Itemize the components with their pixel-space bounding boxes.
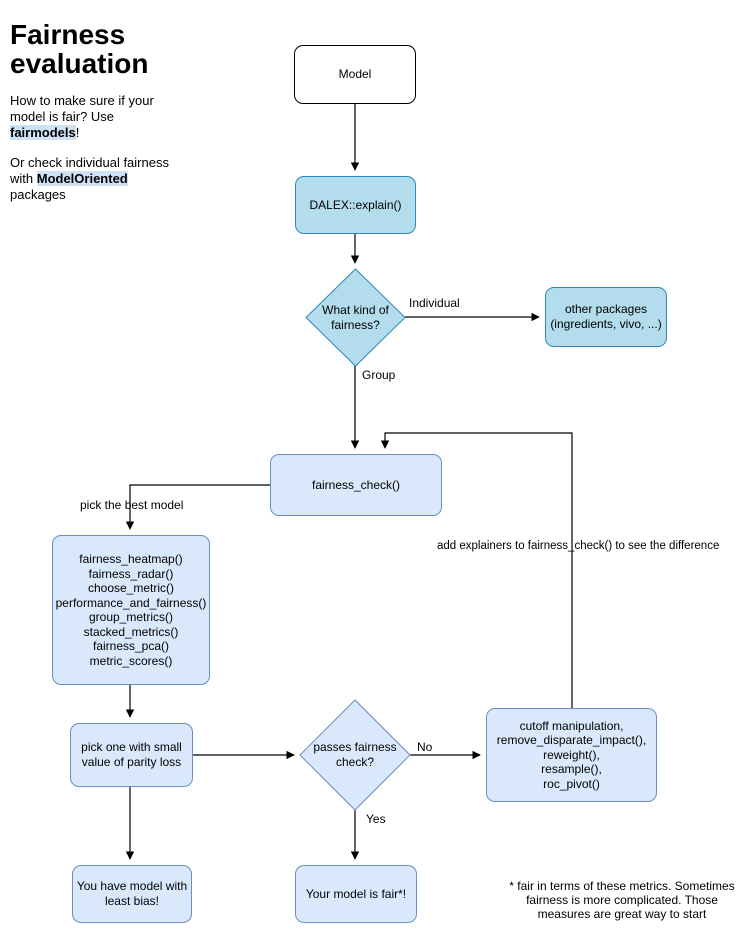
edge-feedback-loop (380, 432, 573, 708)
edge-label-no: No (417, 740, 433, 754)
modeloriented-highlight: ModelOriented (36, 171, 128, 186)
title-line-1: Fairness (10, 19, 126, 50)
decision-diamond-shape (305, 268, 406, 367)
node-model: Model (294, 45, 416, 104)
edge-label-pick-best: pick the best model (80, 498, 184, 512)
edge-label-add-explainers: add explainers to fairness_check() to se… (437, 540, 720, 552)
node-model-fair: Your model is fair*! (295, 865, 417, 923)
edge-label-group: Group (362, 368, 396, 382)
node-mitigation: cutoff manipulation, remove_disparate_im… (486, 708, 657, 802)
edge-label-individual: Individual (409, 296, 460, 310)
node-fairness-check: fairness_check() (270, 454, 442, 516)
edge-label-yes: Yes (366, 812, 386, 826)
node-dalex-label: DALEX::explain() (309, 197, 402, 212)
node-model-fair-label: Your model is fair*! (305, 886, 407, 901)
edge-pick-best-model (125, 484, 270, 530)
node-fairness-check-label: fairness_check() (311, 477, 401, 492)
node-metric-functions: fairness_heatmap() fairness_radar() choo… (52, 535, 210, 685)
decision-diamond-shape (299, 699, 411, 811)
node-other-packages: other packages(ingredients, vivo, ...) (545, 287, 667, 347)
title-line-2: evaluation (10, 48, 149, 79)
node-mitigation-list: cutoff manipulation, remove_disparate_im… (496, 718, 647, 791)
node-model-label: Model (338, 67, 372, 81)
fairmodels-highlight: fairmodels (10, 125, 76, 140)
footnote: * fair in terms of these metrics. Someti… (509, 879, 735, 921)
node-dalex-explain: DALEX::explain() (295, 176, 416, 234)
node-other-packages-label: other packages(ingredients, vivo, ...) (550, 302, 662, 331)
node-metric-functions-list: fairness_heatmap() fairness_radar() choo… (55, 552, 207, 668)
